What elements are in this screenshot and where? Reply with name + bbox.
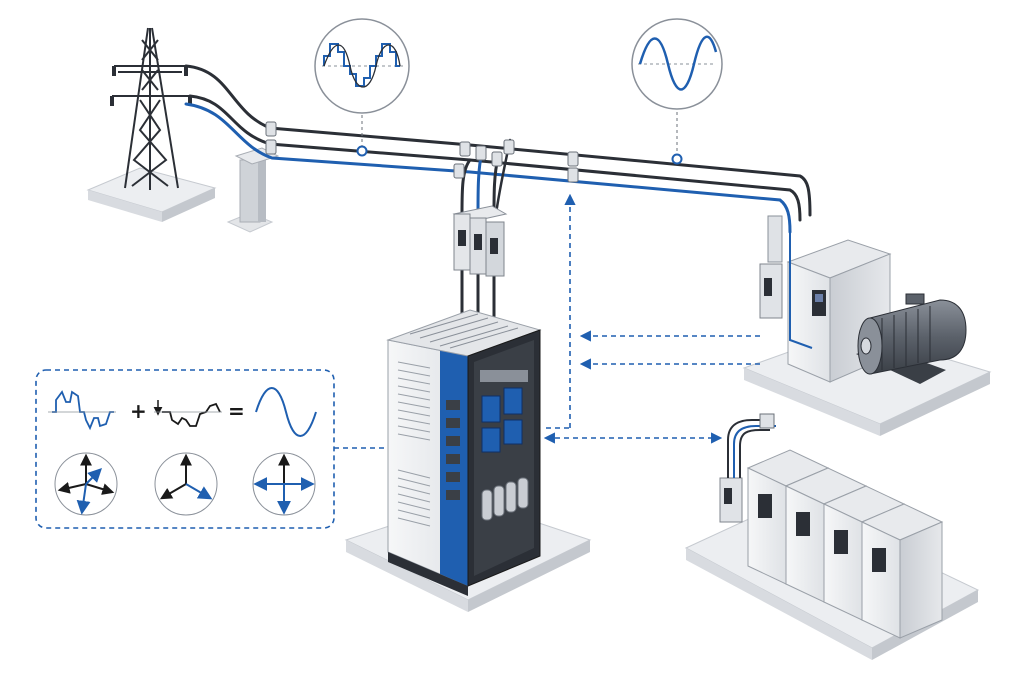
distorted-wave-icon [314,18,410,114]
line-clamps [265,121,579,183]
circuit-breaker-icon [452,205,508,277]
equals-operator: = [228,399,245,423]
measurement-taps [356,112,683,165]
compensation-wave-icon [153,400,222,427]
transmission-tower-icon [86,27,217,222]
sine-wave-icon [255,387,317,437]
signal-lines [334,193,760,449]
filter-cabinet-icon [344,309,592,612]
distorted-wave-icon [48,390,116,431]
plus-operator: + [130,399,147,423]
balanced-cross-phasor-icon [252,452,316,516]
three-phase-phasor-icon [154,452,218,516]
motor-icon [742,215,992,436]
compensation-callout: + = [35,369,335,529]
drive-cabinet-icon [684,413,980,660]
power-lines [184,64,812,326]
unbalanced-phasor-icon [54,452,118,516]
terminal-post-icon [226,147,280,233]
sine-wave-icon [631,18,723,110]
